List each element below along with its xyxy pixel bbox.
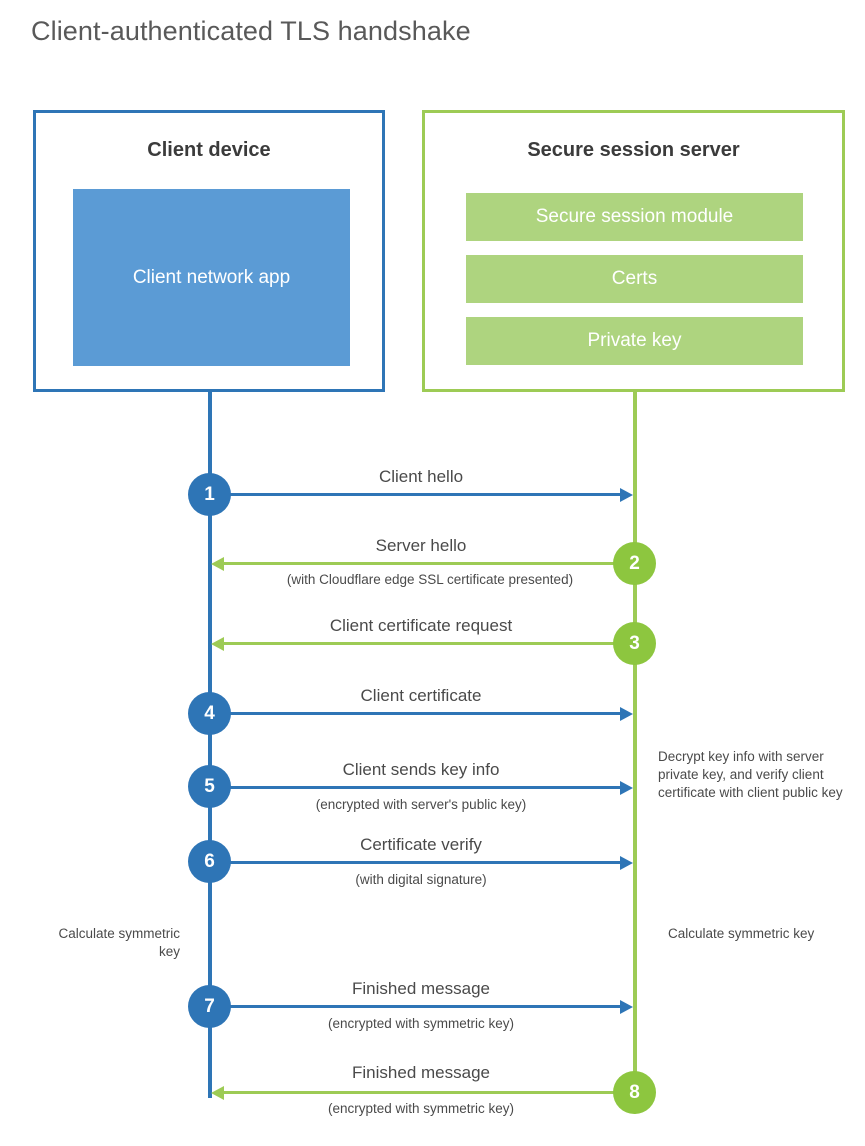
msg-sublabel-step-7: (encrypted with symmetric key): [327, 1016, 515, 1031]
secure-session-module-label: Secure session module: [535, 206, 734, 227]
client-network-app-block: Client network app: [73, 189, 350, 366]
arrow-step-6: [210, 855, 633, 870]
step-circle-1[interactable]: 1: [188, 473, 231, 516]
arrow-step-7: [210, 999, 633, 1014]
msg-label-step-1: Client hello: [378, 467, 464, 486]
arrow-step-5: [210, 780, 633, 795]
annotation-server-decrypt: Decrypt key info with server private key…: [658, 749, 843, 800]
client-device-title: Client device: [147, 139, 271, 161]
server-lifeline: [633, 392, 637, 1091]
msg-sublabel-step-2: (with Cloudflare edge SSL certificate pr…: [286, 572, 574, 587]
secure-session-server-box: Secure session server Secure session mod…: [422, 110, 845, 392]
arrow-step-1: [210, 487, 633, 502]
arrow-step-3: [211, 636, 633, 651]
client-device-box: Client device Client network app: [33, 110, 385, 392]
annotation-client-calculate: Calculate symmetric key: [58, 926, 180, 959]
arrow-step-8: [211, 1085, 633, 1100]
arrowhead-right-icon: [620, 999, 633, 1014]
msg-label-step-7: Finished message: [352, 979, 490, 998]
certs-label: Certs: [611, 268, 658, 289]
page-title: Client-authenticated TLS handshake: [31, 16, 471, 46]
secure-session-server-title: Secure session server: [527, 139, 740, 161]
msg-label-step-6: Certificate verify: [360, 835, 482, 854]
step-circle-2[interactable]: 2: [613, 542, 656, 585]
private-key-label: Private key: [587, 330, 682, 351]
msg-label-step-5: Client sends key info: [342, 760, 500, 779]
step-circle-7[interactable]: 7: [188, 985, 231, 1028]
arrowhead-left-icon: [211, 636, 224, 651]
msg-label-step-4: Client certificate: [360, 686, 482, 705]
arrowhead-right-icon: [620, 706, 633, 721]
msg-sublabel-step-6: (with digital signature): [355, 872, 487, 887]
arrowhead-right-icon: [620, 487, 633, 502]
private-key-block: Private key: [466, 317, 803, 365]
step-circle-6[interactable]: 6: [188, 840, 231, 883]
msg-label-step-2: Server hello: [375, 536, 467, 555]
arrowhead-right-icon: [620, 855, 633, 870]
arrowhead-left-icon: [211, 1085, 224, 1100]
step-circle-8[interactable]: 8: [613, 1071, 656, 1114]
step-circle-4[interactable]: 4: [188, 692, 231, 735]
msg-sublabel-step-5: (encrypted with server's public key): [315, 797, 527, 812]
msg-sublabel-step-8: (encrypted with symmetric key): [327, 1101, 515, 1116]
step-circle-3[interactable]: 3: [613, 622, 656, 665]
client-lifeline: [208, 392, 212, 1098]
msg-label-step-3: Client certificate request: [329, 616, 513, 635]
arrowhead-left-icon: [211, 556, 224, 571]
arrow-step-4: [210, 706, 633, 721]
arrowhead-right-icon: [620, 780, 633, 795]
msg-label-step-8: Finished message: [352, 1063, 490, 1082]
certs-block: Certs: [466, 255, 803, 303]
client-network-app-label: Client network app: [132, 266, 291, 288]
annotation-server-calculate: Calculate symmetric key: [668, 926, 815, 941]
secure-session-module-block: Secure session module: [466, 193, 803, 241]
arrow-step-2: [211, 556, 633, 571]
step-circle-5[interactable]: 5: [188, 765, 231, 808]
